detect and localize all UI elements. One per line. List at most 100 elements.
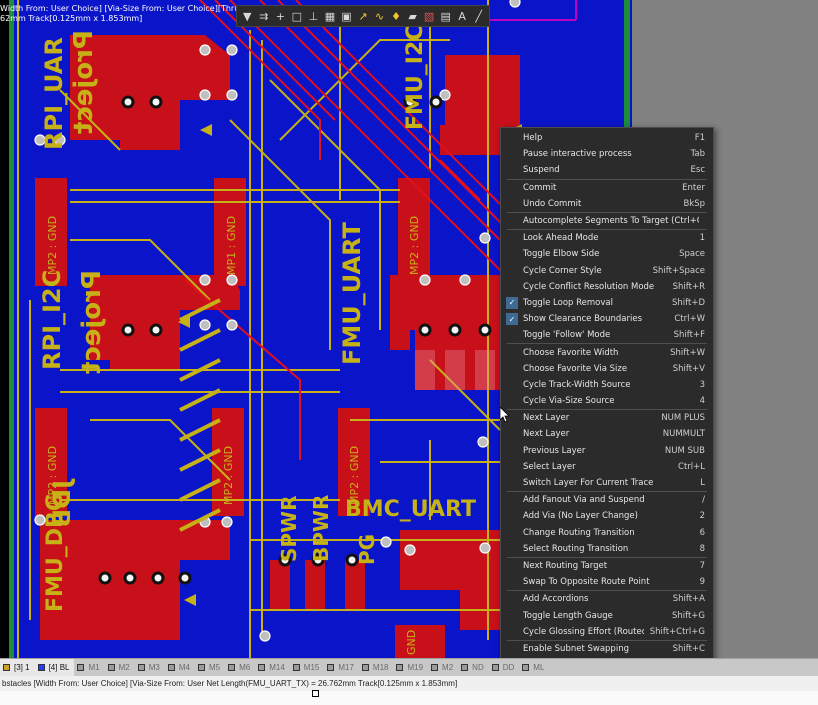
menu-item-choose-favorite-width[interactable]: Choose Favorite WidthShift+W — [501, 344, 713, 360]
menu-item-shortcut: Shift+Ctrl+G — [650, 627, 705, 637]
menu-item-shortcut: Ctrl+W — [674, 314, 705, 324]
interactive-route-icon[interactable]: ↗ — [356, 7, 371, 25]
menu-item-label: Choose Favorite Via Size — [523, 364, 667, 374]
layer-tab[interactable]: M4 — [165, 659, 195, 677]
grid-icon[interactable]: ▣ — [339, 7, 354, 25]
menu-item-next-layer[interactable]: Next LayerNUM PLUS — [501, 410, 713, 426]
layer-tab[interactable]: M2 — [428, 659, 458, 677]
menu-item-autocomplete-segments-to-target-ctrl-click[interactable]: Autocomplete Segments To Target (Ctrl+Cl… — [501, 213, 713, 229]
menu-item-add-via-no-layer-change[interactable]: Add Via (No Layer Change)2 — [501, 508, 713, 524]
layer-color-swatch — [431, 664, 438, 671]
component-icon[interactable]: ▦ — [323, 7, 338, 25]
menu-item-toggle-loop-removal[interactable]: ✓Toggle Loop RemovalShift+D — [501, 295, 713, 311]
length-tune-icon[interactable]: ♦ — [389, 7, 404, 25]
menu-item-next-routing-target[interactable]: Next Routing Target 7 — [501, 558, 713, 574]
menu-item-pause-interactive-process[interactable]: Pause interactive processTab — [501, 146, 713, 162]
layer-tab[interactable]: [3] 1 — [0, 659, 35, 677]
menu-item-look-ahead-mode[interactable]: Look Ahead Mode1 — [501, 230, 713, 246]
menu-item-label: Next Layer — [523, 413, 655, 423]
menu-item-select-layer[interactable]: Select LayerCtrl+L — [501, 459, 713, 475]
layer-tabs-bar: [3] 1[4] BLM1M2M3M4M5M6M14M15M17M18M19M2… — [0, 658, 818, 676]
line-icon[interactable]: ╱ — [471, 7, 486, 25]
menu-item-show-clearance-boundaries[interactable]: ✓Show Clearance BoundariesCtrl+W — [501, 311, 713, 327]
layer-tab-label: M4 — [179, 663, 190, 672]
menu-item-shortcut: Esc — [691, 165, 705, 175]
label-gnd: GND — [405, 630, 418, 655]
menu-item-cycle-track-width-source[interactable]: Cycle Track-Width Source3 — [501, 377, 713, 393]
layer-color-swatch — [228, 664, 235, 671]
menu-item-label: Next Routing Target — [523, 561, 694, 571]
menu-item-switch-layer-for-current-trace[interactable]: Switch Layer For Current TraceL — [501, 475, 713, 491]
menu-item-add-accordions[interactable]: Add AccordionsShift+A — [501, 591, 713, 607]
menu-item-shortcut: 3 — [700, 380, 705, 390]
menu-item-shortcut: 7 — [700, 561, 705, 571]
menu-item-next-layer[interactable]: Next LayerNUMMULT — [501, 426, 713, 442]
menu-item-commit[interactable]: Commit Enter — [501, 180, 713, 196]
menu-item-toggle-length-gauge[interactable]: Toggle Length GaugeShift+G — [501, 607, 713, 623]
layer-tab[interactable]: ND — [458, 659, 489, 677]
layer-tab[interactable]: [4] BL — [35, 659, 75, 677]
label-mp1-gnd: MP1 : GND — [225, 216, 238, 275]
layer-tab[interactable]: M6 — [225, 659, 255, 677]
cross-icon[interactable]: + — [273, 7, 288, 25]
menu-item-change-routing-transition[interactable]: Change Routing Transition6 — [501, 525, 713, 541]
layer-tab-label: M3 — [149, 663, 160, 672]
layer-tab[interactable]: M2 — [105, 659, 135, 677]
align-icon[interactable]: ⊥ — [306, 7, 321, 25]
menu-item-enable-subnet-swapping[interactable]: Enable Subnet SwappingShift+C — [501, 641, 713, 657]
chart-icon[interactable]: ▤ — [438, 7, 453, 25]
layer-tab-label: M14 — [269, 663, 285, 672]
label-mp2-gnd-1: MP2 : GND — [46, 216, 59, 275]
menu-item-shortcut: Enter — [682, 183, 705, 193]
menu-item-cycle-conflict-resolution-mode[interactable]: Cycle Conflict Resolution Mode Shift+R — [501, 279, 713, 295]
layer-tab[interactable]: M3 — [135, 659, 165, 677]
text-icon[interactable]: A — [455, 7, 470, 25]
layer-tab[interactable]: M18 — [359, 659, 394, 677]
label-mp2-gnd-5: MP2 : GND — [348, 446, 361, 505]
menu-item-shortcut: Shift+R — [673, 282, 705, 292]
layer-tab[interactable]: M1 — [74, 659, 104, 677]
keepout-icon[interactable]: ▧ — [422, 7, 437, 25]
layer-tab[interactable]: M19 — [393, 659, 428, 677]
polygon-icon[interactable]: ▰ — [405, 7, 420, 25]
layer-color-swatch — [198, 664, 205, 671]
layer-tab-label: M19 — [407, 663, 423, 672]
menu-item-label: Select Routing Transition — [523, 544, 694, 554]
layer-color-swatch — [461, 664, 468, 671]
menu-item-cycle-glossing-effort-routed[interactable]: Cycle Glossing Effort (Routed)Shift+Ctrl… — [501, 624, 713, 640]
menu-item-label: Next Layer — [523, 429, 657, 439]
filter-icon[interactable]: ▼ — [240, 7, 255, 25]
route-icon[interactable]: ⇉ — [257, 7, 272, 25]
checkmark-icon: ✓ — [506, 297, 518, 309]
menu-item-swap-to-opposite-route-point[interactable]: Swap To Opposite Route Point9 — [501, 574, 713, 590]
diff-pair-icon[interactable]: ∿ — [372, 7, 387, 25]
menu-item-shortcut: 1 — [700, 233, 705, 243]
layer-tab[interactable]: M17 — [324, 659, 359, 677]
menu-item-select-routing-transition[interactable]: Select Routing Transition8 — [501, 541, 713, 557]
layer-tab[interactable]: DD — [489, 659, 520, 677]
label-project-mirror: Project — [69, 30, 99, 134]
menu-item-shortcut: L — [700, 478, 705, 488]
layer-color-swatch — [77, 664, 84, 671]
menu-item-add-fanout-via-and-suspend[interactable]: Add Fanout Via and Suspend/ — [501, 492, 713, 508]
menu-item-label: Enable Subnet Swapping — [523, 644, 667, 654]
layer-color-swatch — [38, 664, 45, 671]
menu-item-cycle-corner-style[interactable]: Cycle Corner StyleShift+Space — [501, 263, 713, 279]
resize-handle[interactable] — [312, 690, 319, 697]
menu-item-toggle-elbow-side[interactable]: Toggle Elbow SideSpace — [501, 246, 713, 262]
menu-item-suspend[interactable]: SuspendEsc — [501, 162, 713, 178]
menu-item-label: Cycle Conflict Resolution Mode — [523, 282, 667, 292]
menu-item-help[interactable]: HelpF1 — [501, 130, 713, 146]
menu-item-previous-layer[interactable]: Previous LayerNUM SUB — [501, 443, 713, 459]
layer-tab[interactable]: M5 — [195, 659, 225, 677]
layer-tab[interactable]: ML — [519, 659, 549, 677]
menu-item-label: Commit — [523, 183, 676, 193]
layer-tab[interactable]: M14 — [255, 659, 290, 677]
menu-item-cycle-via-size-source[interactable]: Cycle Via-Size Source4 — [501, 393, 713, 409]
menu-item-choose-favorite-via-size[interactable]: Choose Favorite Via SizeShift+V — [501, 361, 713, 377]
menu-item-toggle-follow-mode[interactable]: Toggle 'Follow' ModeShift+F — [501, 327, 713, 343]
menu-item-undo-commit[interactable]: Undo CommitBkSp — [501, 196, 713, 212]
layer-tab[interactable]: M15 — [290, 659, 325, 677]
label-fmu-uart: FMU_UART — [338, 222, 366, 365]
select-rect-icon[interactable]: □ — [290, 7, 305, 25]
